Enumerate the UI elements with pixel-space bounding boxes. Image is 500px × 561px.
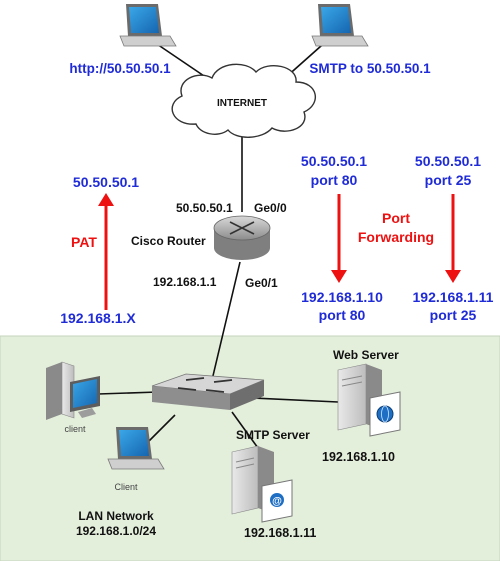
router-icon [213,215,271,260]
pat-arrow-head [98,193,114,206]
internet-label: INTERNET [217,98,267,109]
smtp-server-ip: 192.168.1.11 [244,526,316,540]
pat-bottom-ip: 192.168.1.X [60,310,136,326]
fwd-smtp-to-ip: 192.168.1.11 [413,289,494,305]
laptop1-url-label: http://50.50.50.1 [69,61,171,76]
lan-interface-label: Ge0/1 [245,276,278,290]
lan-subnet-label: 192.168.1.0/24 [76,524,156,538]
laptop2-url-label: SMTP to 50.50.50.1 [309,61,431,76]
link-web-switch [251,397,339,403]
fwd-web-from-port: port 80 [311,172,358,188]
svg-text:@: @ [272,496,282,507]
cloud-icon [171,63,317,138]
laptop-icon [311,4,369,47]
link-router-switch [211,261,241,381]
wan-interface-label: Ge0/0 [254,201,287,215]
link-smtp-switch [231,411,259,449]
client1-label: client [64,424,86,434]
client2-label: Client [114,482,138,492]
web-server-icon [337,363,401,437]
pat-top-ip: 50.50.50.1 [73,174,139,190]
smtp-server-label: SMTP Server [236,428,310,442]
link-client1-switch [97,391,159,395]
fwd-smtp-arrow-head [445,270,461,283]
router-name-label: Cisco Router [131,234,206,248]
pat-label: PAT [71,234,97,250]
lan-ip-label: 192.168.1.1 [153,275,217,289]
wan-ip-label: 50.50.50.1 [176,201,233,215]
fwd-title-line1: Port [382,210,410,226]
fwd-web-to-ip: 192.168.1.10 [301,289,383,305]
fwd-smtp-from-ip: 50.50.50.1 [415,153,481,169]
fwd-web-from-ip: 50.50.50.1 [301,153,367,169]
lan-network-label: LAN Network [78,509,154,523]
fwd-title-line2: Forwarding [358,229,434,245]
fwd-web-arrow-head [331,270,347,283]
web-server-label: Web Server [333,348,399,362]
laptop-icon [107,427,165,470]
desktop-pc-icon [46,361,100,420]
switch-icon [151,373,265,410]
fwd-smtp-to-port: port 25 [430,307,477,323]
smtp-server-icon: @ [231,445,293,523]
laptop-icon [119,4,177,47]
web-server-ip: 192.168.1.10 [322,450,395,464]
fwd-web-to-port: port 80 [319,307,366,323]
fwd-smtp-from-port: port 25 [425,172,472,188]
